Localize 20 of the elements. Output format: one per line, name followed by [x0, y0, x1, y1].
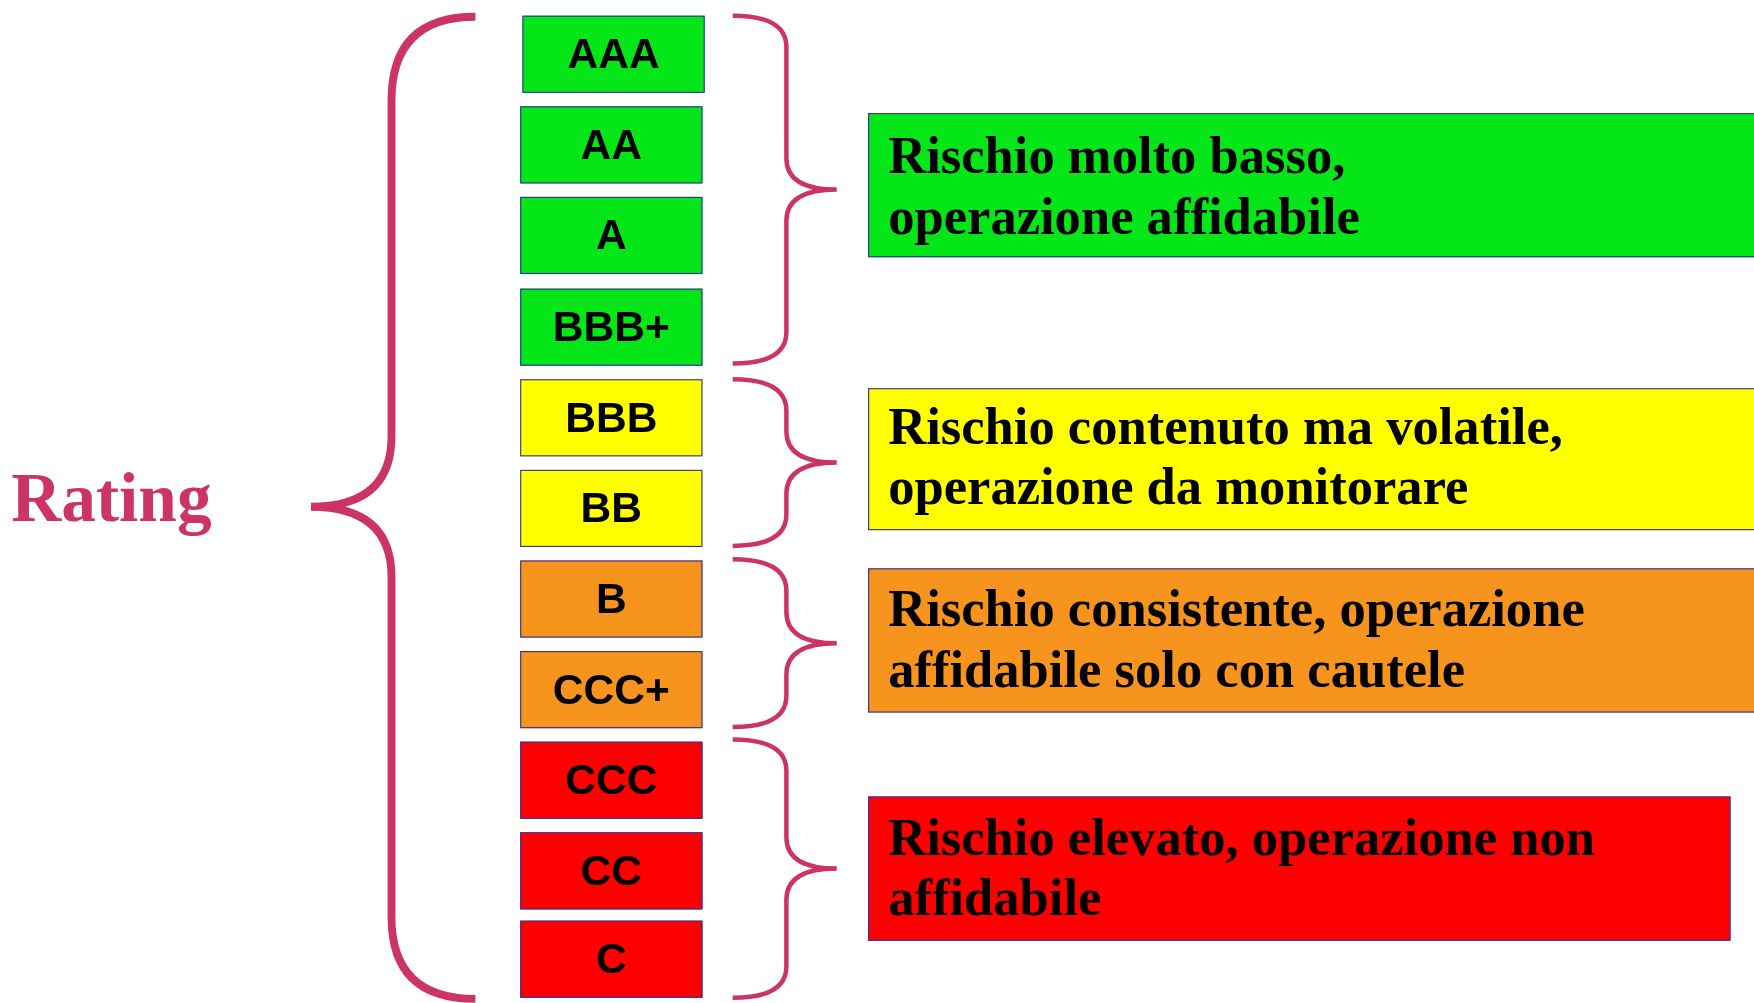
rating-box: BBB+	[520, 288, 703, 366]
rating-box: AAA	[522, 15, 705, 93]
risk-description-text: Rischio consistente, operazione affidabile solo con cautele	[888, 578, 1586, 700]
risk-description-text: Rischio contenuto ma volatile, operazione da monitorare	[888, 396, 1564, 517]
risk-description-text: Rischio elevato, operazione non affidabile	[888, 806, 1596, 928]
rating-box: CCC+	[520, 651, 703, 729]
risk-description-box	[868, 113, 1754, 258]
risk-description-box	[868, 388, 1754, 531]
risk-description-box	[868, 796, 1731, 941]
rating-box: BBB	[520, 379, 703, 457]
rating-box: BB	[520, 469, 703, 547]
rating-box: C	[520, 920, 703, 998]
rating-box: AA	[520, 106, 703, 184]
rating-box: CC	[520, 832, 703, 910]
rating-box: B	[520, 560, 703, 638]
risk-description-text: Rischio molto basso, operazione affidabile	[888, 125, 1361, 247]
risk-description-box	[868, 568, 1754, 713]
rating-box: CCC	[520, 741, 703, 819]
rating-box: A	[520, 196, 703, 275]
axis-title: Rating	[11, 458, 212, 538]
